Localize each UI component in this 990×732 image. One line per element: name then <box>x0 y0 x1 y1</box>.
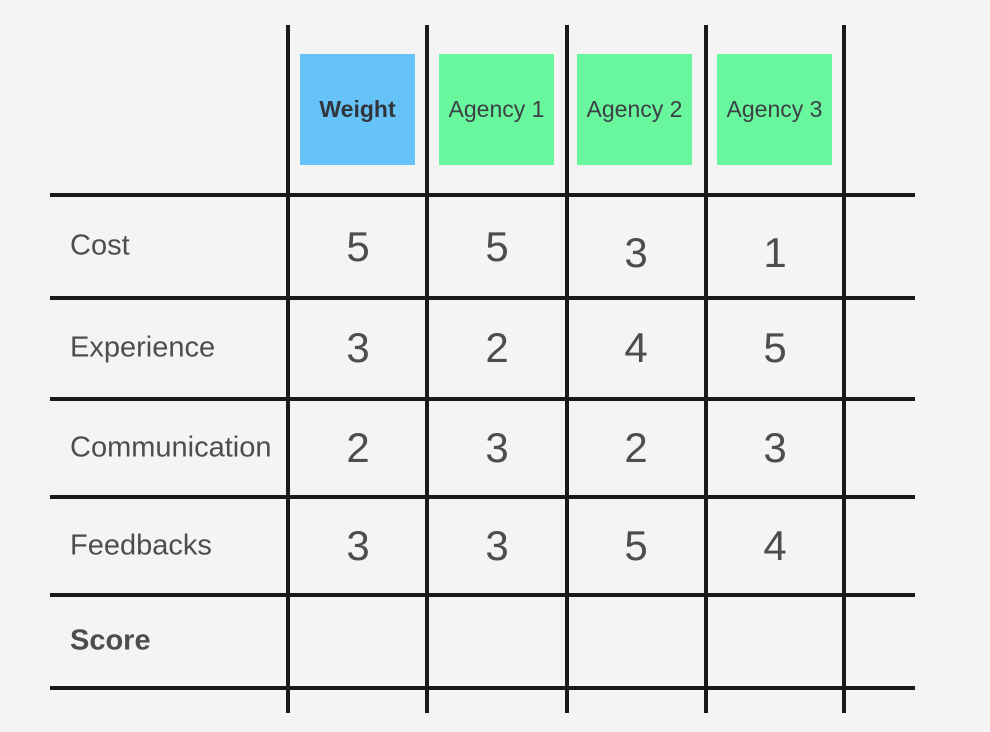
row-label-score[interactable]: Score <box>70 624 151 657</box>
cell-communication-agency-1[interactable]: 3 <box>485 424 509 471</box>
cell-communication-agency-2[interactable]: 2 <box>624 424 648 471</box>
cell-experience-agency-1[interactable]: 2 <box>485 324 509 371</box>
cell-cost-weight[interactable]: 5 <box>346 223 370 270</box>
cell-communication-weight[interactable]: 2 <box>346 424 370 471</box>
sticky-note-agency-1[interactable]: Agency 1 <box>439 54 554 165</box>
grid-horizontal-line-5 <box>50 593 915 597</box>
grid-vertical-line-1 <box>286 25 290 713</box>
grid-vertical-line-3 <box>565 25 569 713</box>
cell-experience-weight[interactable]: 3 <box>346 324 370 371</box>
row-label-experience[interactable]: Experience <box>70 331 216 364</box>
cell-cost-agency-3[interactable]: 1 <box>763 229 787 276</box>
cell-feedbacks-weight[interactable]: 3 <box>346 522 370 569</box>
grid-horizontal-line-4 <box>50 495 915 499</box>
sticky-note-agency-2-label: Agency 2 <box>586 96 683 122</box>
cell-experience-agency-2[interactable]: 4 <box>624 324 648 371</box>
cell-communication-agency-3[interactable]: 3 <box>763 424 787 471</box>
row-label-feedbacks[interactable]: Feedbacks <box>70 529 212 562</box>
cell-feedbacks-agency-1[interactable]: 3 <box>485 522 509 569</box>
grid-horizontal-line-6 <box>50 686 915 690</box>
grid-vertical-line-5 <box>842 25 846 713</box>
grid-vertical-line-4 <box>704 25 708 713</box>
sticky-note-agency-2[interactable]: Agency 2 <box>577 54 692 165</box>
grid-horizontal-line-3 <box>50 397 915 401</box>
grid-horizontal-line-2 <box>50 296 915 300</box>
cell-feedbacks-agency-2[interactable]: 5 <box>624 522 648 569</box>
row-label-cost[interactable]: Cost <box>70 229 130 262</box>
sticky-note-agency-1-label: Agency 1 <box>448 96 545 122</box>
cell-cost-agency-1[interactable]: 5 <box>485 223 509 270</box>
cell-experience-agency-3[interactable]: 5 <box>763 324 787 371</box>
grid-horizontal-line-1 <box>50 193 915 197</box>
sticky-note-weight[interactable]: Weight <box>300 54 415 165</box>
cell-feedbacks-agency-3[interactable]: 4 <box>763 522 787 569</box>
sticky-note-agency-3-label: Agency 3 <box>726 96 823 122</box>
sticky-note-agency-3[interactable]: Agency 3 <box>717 54 832 165</box>
cell-cost-agency-2[interactable]: 3 <box>624 229 648 276</box>
sticky-note-weight-label: Weight <box>319 96 396 122</box>
row-label-communication[interactable]: Communication <box>70 431 272 464</box>
grid-vertical-line-2 <box>425 25 429 713</box>
